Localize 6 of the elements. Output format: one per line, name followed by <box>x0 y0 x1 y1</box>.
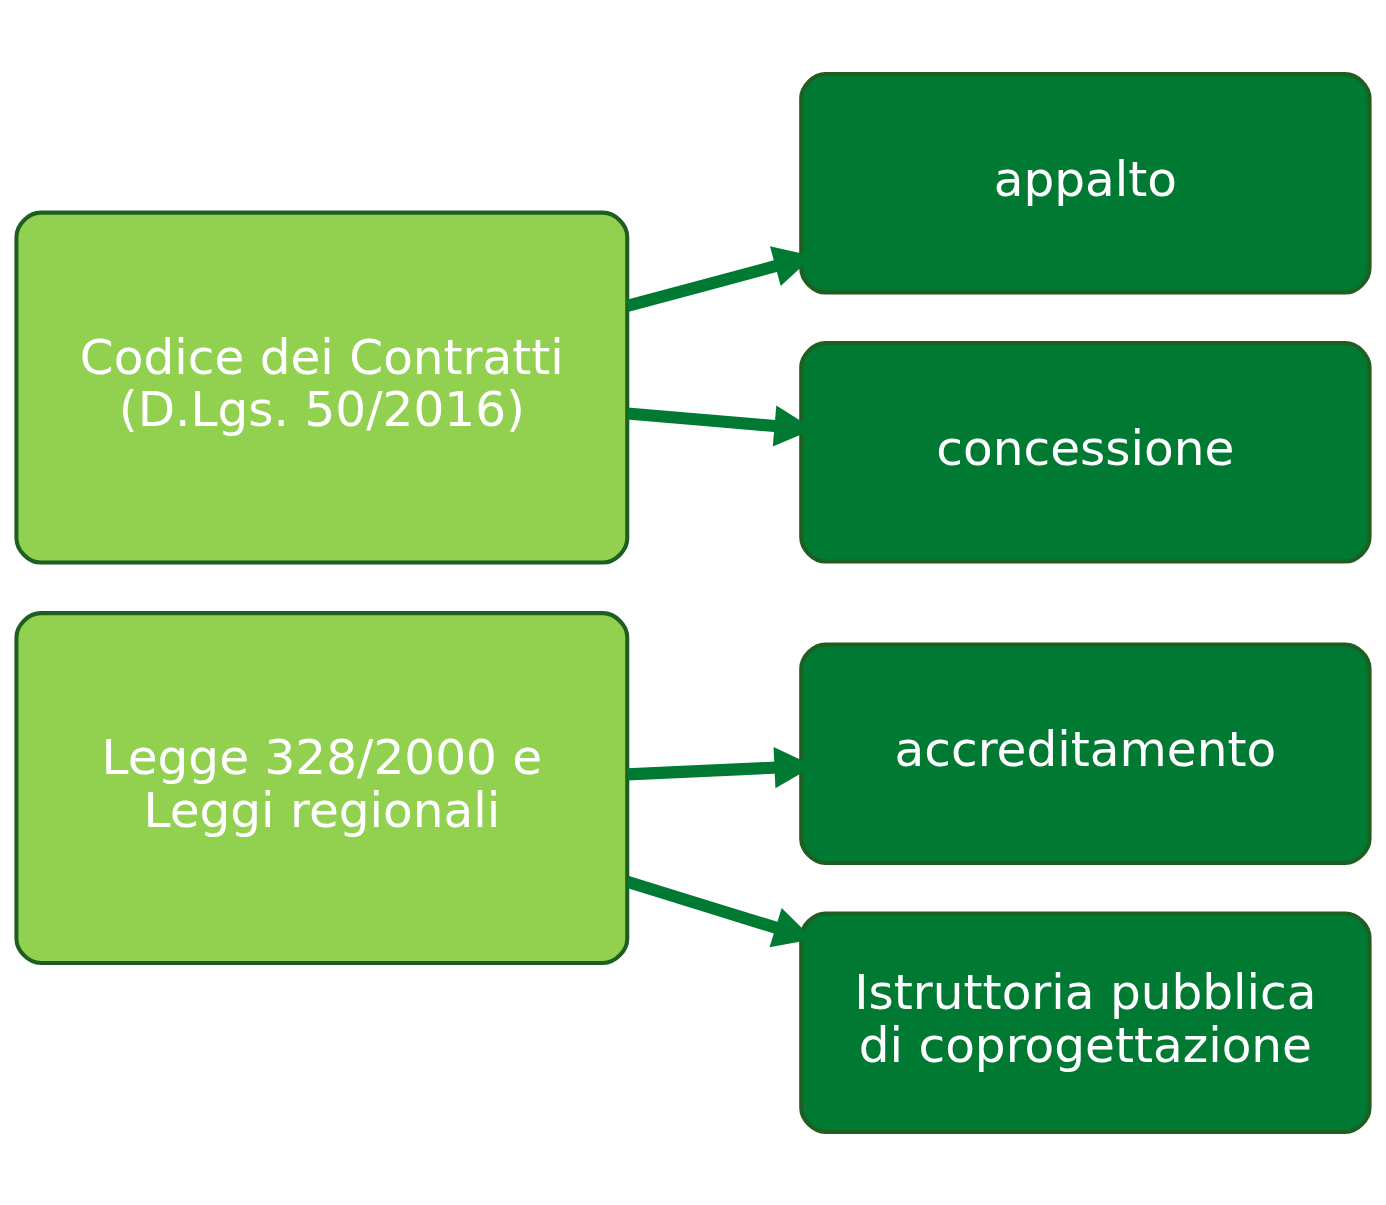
node-box: Legge 328/2000 e Leggi regionali <box>14 610 630 965</box>
node-box: Codice dei Contratti (D.Lgs. 50/2016) <box>14 210 630 565</box>
node-box: concessione <box>799 340 1372 564</box>
node-box: Istruttoria pubblica di coprogettazione <box>799 910 1372 1134</box>
node-box: appalto <box>799 71 1372 295</box>
node-box: accreditamento <box>799 641 1372 865</box>
